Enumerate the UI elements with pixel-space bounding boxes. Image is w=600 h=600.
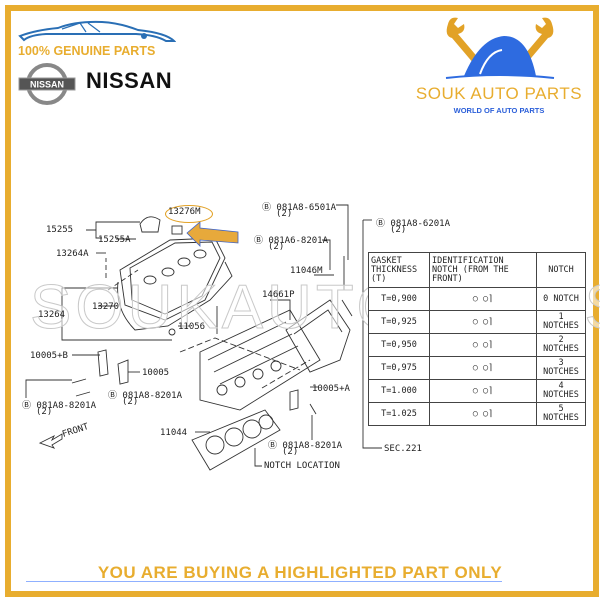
bolt-label-081a8-6501a[interactable]: Ⓑ 081A8-6501A	[262, 203, 337, 213]
notch-count-cell: 5 NOTCHES	[536, 402, 586, 426]
table-header-row: GASKET THICKNESS (T) IDENTIFICATION NOTC…	[368, 252, 586, 288]
bolt-label-081a8-8201a-left[interactable]: Ⓑ 081A8-8201A	[22, 401, 97, 411]
purchase-notice: YOU ARE BUYING A HIGHLIGHTED PART ONLY	[97, 563, 503, 582]
part-label-13276m[interactable]: 13276M	[168, 207, 201, 217]
manufacturer-name: NISSAN	[86, 68, 173, 93]
highlighted-part-ring	[165, 205, 213, 223]
notch-count-cell: 3 NOTCHES	[536, 356, 586, 380]
part-label-15255[interactable]: 15255	[46, 225, 74, 235]
thickness-cell: T=0,900	[368, 287, 430, 311]
part-label-13264a[interactable]: 13264A	[56, 249, 89, 259]
notch-location-label: NOTCH LOCATION	[264, 461, 340, 471]
part-label-11056[interactable]: 11056	[178, 322, 206, 332]
part-label-10005[interactable]: 10005	[142, 368, 170, 378]
table-row: T=0,950 ○ ◯⌉ 2 NOTCHES	[368, 333, 586, 357]
part-label-13270[interactable]: 13270	[92, 302, 120, 312]
bolt-qty-4: (2)	[122, 397, 139, 407]
part-label-15255a[interactable]: 15255A	[98, 235, 131, 245]
header-gasket-thickness: GASKET THICKNESS (T)	[368, 252, 430, 288]
bolt-label-081a8-8201a-lower[interactable]: Ⓑ 081A8-8201A	[268, 441, 343, 451]
part-label-13264[interactable]: 13264	[38, 310, 66, 320]
notch-symbol-cell: ○ ◯⌉	[429, 402, 537, 426]
notice-underline	[26, 581, 502, 582]
notch-symbol-cell: ○ ◯⌉	[429, 310, 537, 334]
bolt-qty-3: (2)	[390, 225, 407, 235]
car-silhouette-icon	[18, 20, 176, 42]
wrench-dome-logo	[445, 17, 555, 79]
svg-text:NISSAN: NISSAN	[30, 80, 64, 90]
notch-count-cell: 0 NOTCH	[536, 287, 586, 311]
table-row: T=0,975 ○ ◯⌉ 3 NOTCHES	[368, 356, 586, 380]
bolt-qty-1: (2)	[276, 209, 293, 219]
notch-count-cell: 4 NOTCHES	[536, 379, 586, 403]
part-label-11044[interactable]: 11044	[160, 428, 188, 438]
genuine-parts-tagline: 100% GENUINE PARTS	[18, 44, 156, 58]
notch-symbol-cell: ○ ◯⌉	[429, 379, 537, 403]
table-row: T=0,900 ○ ◯⌉ 0 NOTCH	[368, 287, 586, 311]
thickness-cell: T=0,950	[368, 333, 430, 357]
part-label-10005a[interactable]: 10005+A	[312, 384, 350, 394]
store-subtitle: WORLD OF AUTO PARTS	[453, 106, 545, 115]
gasket-thickness-table: GASKET THICKNESS (T) IDENTIFICATION NOTC…	[368, 252, 586, 426]
bolt-qty-2: (2)	[268, 242, 285, 252]
notch-symbol-cell: ○ ◯⌉	[429, 287, 537, 311]
bolt-label-081a6-8201a[interactable]: Ⓑ 081A6-8201A	[254, 236, 329, 246]
table-row: T=1.000 ○ ◯⌉ 4 NOTCHES	[368, 379, 586, 403]
part-label-14661p[interactable]: 14661P	[262, 290, 295, 300]
notch-symbol-cell: ○ ◯⌉	[429, 333, 537, 357]
nissan-badge-logo: NISSAN	[18, 63, 76, 105]
bolt-qty-6: (2)	[282, 447, 299, 457]
part-label-10005b[interactable]: 10005+B	[30, 351, 68, 361]
bolt-label-081a8-8201a-upper[interactable]: Ⓑ 081A8-8201A	[108, 391, 183, 401]
section-reference-label[interactable]: SEC.221	[384, 444, 422, 454]
part-label-11046m[interactable]: 11046M	[290, 266, 323, 276]
thickness-cell: T=1.000	[368, 379, 430, 403]
notch-count-cell: 1 NOTCHES	[536, 310, 586, 334]
header-notch: NOTCH	[536, 252, 586, 288]
thickness-cell: T=1.025	[368, 402, 430, 426]
bolt-qty-5: (2)	[36, 407, 53, 417]
table-row: T=0,925 ○ ◯⌉ 1 NOTCHES	[368, 310, 586, 334]
table-row: T=1.025 ○ ◯⌉ 5 NOTCHES	[368, 402, 586, 426]
thickness-cell: T=0,975	[368, 356, 430, 380]
thickness-cell: T=0,925	[368, 310, 430, 334]
notch-symbol-cell: ○ ◯⌉	[429, 356, 537, 380]
notch-count-cell: 2 NOTCHES	[536, 333, 586, 357]
bolt-label-081a8-6201a[interactable]: Ⓑ 081A8-6201A	[376, 219, 451, 229]
store-name: SOUK AUTO PARTS	[415, 84, 583, 103]
header-identification-notch: IDENTIFICATION NOTCH (FROM THE FRONT)	[429, 252, 537, 288]
